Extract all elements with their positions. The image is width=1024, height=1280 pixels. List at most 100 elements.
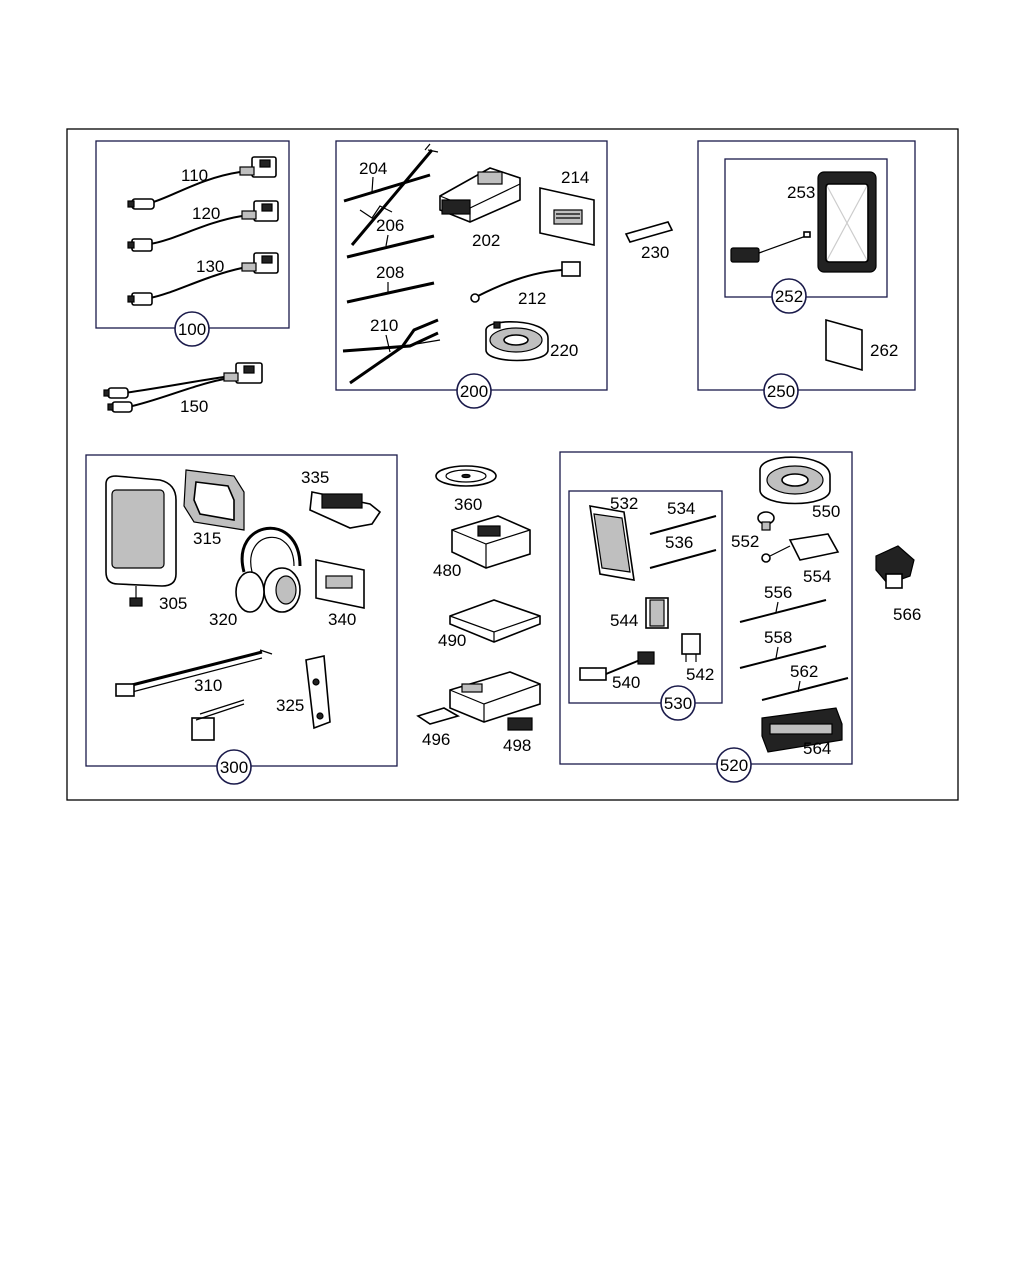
panel-564[interactable] — [761, 707, 843, 753]
speaker-220[interactable] — [485, 321, 549, 362]
label-262: 262 — [870, 341, 898, 360]
outer-frame — [66, 128, 959, 801]
manual-214[interactable] — [539, 187, 595, 246]
badge-300-label: 300 — [220, 758, 248, 777]
cable-120[interactable] — [127, 200, 279, 252]
label-310: 310 — [194, 676, 222, 695]
label-544: 544 — [610, 611, 638, 630]
badge-252-label: 252 — [775, 287, 803, 306]
badge-530[interactable] — [660, 685, 696, 721]
harness-210[interactable] — [342, 318, 441, 385]
module-554[interactable] — [761, 533, 840, 563]
cable-110[interactable] — [127, 156, 277, 210]
frame-315[interactable] — [183, 469, 245, 531]
headphones-320[interactable] — [235, 526, 302, 613]
badge-252[interactable] — [771, 278, 807, 314]
module-202[interactable] — [439, 167, 521, 223]
label-320: 320 — [209, 610, 237, 629]
label-554: 554 — [803, 567, 831, 586]
label-556: 556 — [764, 583, 792, 602]
badge-530-label: 530 — [664, 694, 692, 713]
badge-520-label: 520 — [720, 756, 748, 775]
badge-200-label: 200 — [460, 382, 488, 401]
label-204: 204 — [359, 159, 387, 178]
module-544[interactable] — [645, 597, 669, 629]
label-212: 212 — [518, 289, 546, 308]
usb-stick-230[interactable] — [624, 221, 674, 243]
label-305: 305 — [159, 594, 187, 613]
label-542: 542 — [686, 665, 714, 684]
cable-540[interactable] — [579, 651, 655, 681]
label-230: 230 — [641, 243, 669, 262]
adapter-542[interactable] — [681, 633, 701, 662]
label-110: 110 — [181, 166, 208, 185]
cable-150[interactable] — [103, 362, 263, 413]
badge-300[interactable] — [216, 749, 252, 785]
wire-562[interactable] — [761, 677, 849, 701]
label-220: 220 — [550, 341, 578, 360]
label-536: 536 — [665, 533, 693, 552]
label-552: 552 — [731, 532, 759, 551]
label-130: 130 — [196, 257, 224, 276]
group-250: 253 252 262 250 — [697, 140, 916, 409]
label-480: 480 — [433, 561, 461, 580]
group-530-box — [568, 490, 723, 704]
badge-250[interactable] — [763, 373, 799, 409]
connector-252[interactable] — [730, 231, 811, 263]
disc-360[interactable] — [435, 465, 497, 487]
label-498: 498 — [503, 736, 531, 755]
label-550: 550 — [812, 502, 840, 521]
badge-520[interactable] — [716, 747, 752, 783]
label-335: 335 — [301, 468, 329, 487]
label-564: 564 — [803, 739, 831, 758]
label-210: 210 — [370, 316, 398, 335]
film-262[interactable] — [825, 318, 863, 372]
label-558: 558 — [764, 628, 792, 647]
group-520: 532 534 536 544 542 540 530 550 — [559, 451, 853, 783]
harness-206[interactable] — [346, 234, 435, 259]
label-566: 566 — [893, 605, 921, 624]
monitor-305[interactable] — [105, 475, 177, 607]
label-120: 120 — [192, 204, 220, 223]
cable-212[interactable] — [470, 261, 581, 303]
wire-536[interactable] — [649, 549, 717, 569]
wire-558[interactable] — [739, 645, 827, 669]
card-498[interactable] — [507, 717, 533, 731]
harness-208[interactable] — [346, 281, 435, 304]
bracket-325[interactable] — [305, 655, 331, 730]
label-532: 532 — [610, 494, 638, 513]
label-206: 206 — [376, 216, 404, 235]
label-340: 340 — [328, 610, 356, 629]
group-250-box — [697, 140, 916, 391]
clip-310a[interactable] — [191, 699, 245, 741]
bracket-496[interactable] — [416, 707, 461, 725]
group-100: 110 120 130 100 — [95, 140, 290, 347]
harness-204[interactable] — [343, 143, 439, 246]
label-534: 534 — [667, 499, 695, 518]
label-325: 325 — [276, 696, 304, 715]
clip-552[interactable] — [757, 511, 775, 531]
badge-100-label: 100 — [178, 320, 206, 339]
drive-480[interactable] — [451, 515, 531, 569]
label-150: 150 — [180, 397, 208, 416]
label-208: 208 — [376, 263, 404, 282]
label-562: 562 — [790, 662, 818, 681]
badge-100[interactable] — [174, 311, 210, 347]
remote-335[interactable] — [309, 491, 382, 529]
speaker-550[interactable] — [759, 456, 831, 505]
module-496[interactable] — [449, 671, 541, 723]
cable-310[interactable] — [115, 649, 273, 697]
group-200: 204 206 208 210 202 — [335, 140, 608, 409]
case-490[interactable] — [449, 599, 541, 643]
label-540: 540 — [612, 673, 640, 692]
frame-253[interactable] — [817, 171, 877, 273]
unit-532[interactable] — [589, 505, 635, 581]
switch-566[interactable] — [875, 545, 915, 589]
wire-556[interactable] — [739, 599, 827, 623]
label-360: 360 — [454, 495, 482, 514]
wire-534[interactable] — [649, 515, 717, 535]
badge-200[interactable] — [456, 373, 492, 409]
label-496: 496 — [422, 730, 450, 749]
cable-130[interactable] — [127, 252, 279, 306]
manual-340[interactable] — [315, 559, 365, 609]
